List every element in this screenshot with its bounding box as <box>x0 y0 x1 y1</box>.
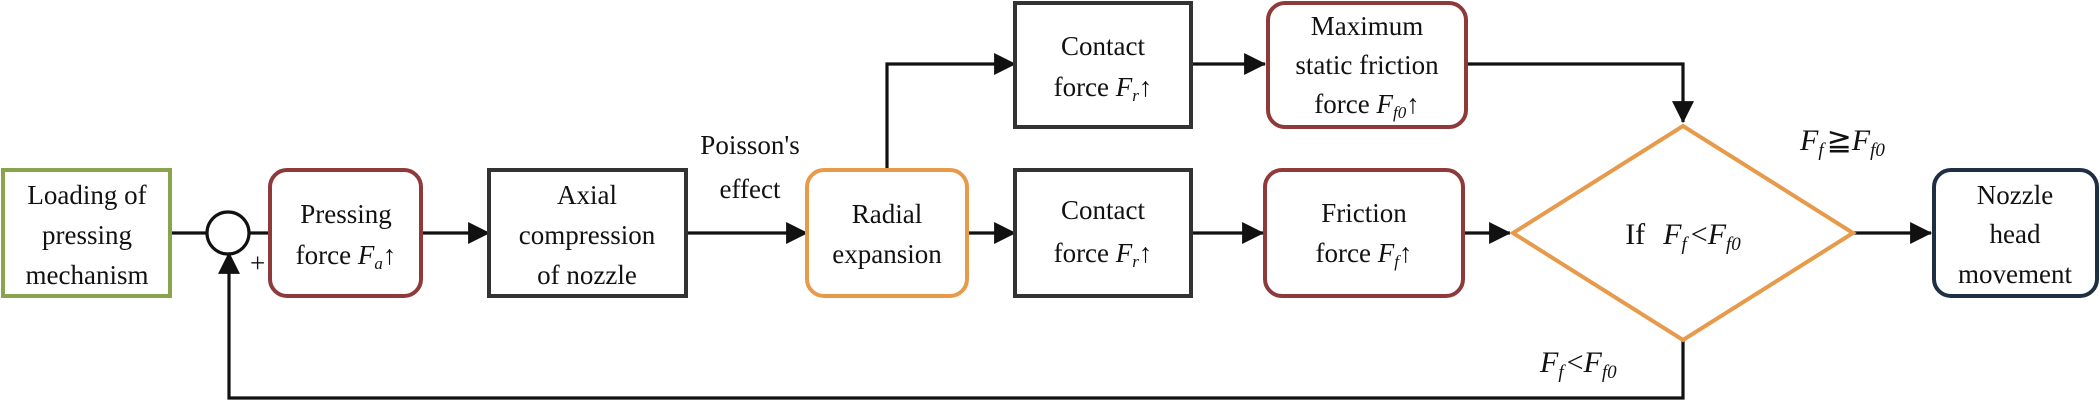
axial-line-2: compression <box>519 220 656 250</box>
axial-line-1: Axial <box>557 180 617 210</box>
decision-diamond <box>1509 123 1857 343</box>
poisson-label: Poisson's effect <box>700 130 799 204</box>
node-max-static: Maximum static friction force Ff0↑ <box>1266 1 1468 129</box>
radial-line-1: Radial <box>852 199 922 229</box>
friction-box <box>1263 168 1465 298</box>
poisson-line-1: Poisson's <box>700 130 799 160</box>
node-pressing: Pressing force Fa↑ <box>268 168 423 298</box>
node-contact-top: Contact force Fr↑ <box>1013 1 1193 129</box>
arrow-max-static-to-decision <box>1466 62 1694 124</box>
contact-bottom-box <box>1013 168 1193 298</box>
max-static-box <box>1266 1 1468 129</box>
nozzle-line-3: movement <box>1958 259 2072 289</box>
contact-bottom-line-2: force Fr↑ <box>1054 238 1153 271</box>
max-static-line-3: force Ff0↑ <box>1314 89 1419 122</box>
radial-line-2: expansion <box>832 239 942 269</box>
pressing-line-2: force Fa↑ <box>296 240 397 273</box>
contact-bottom-line-1: Contact <box>1061 195 1145 225</box>
node-axial: Axial compression of nozzle <box>487 168 688 298</box>
friction-line-1: Friction <box>1321 198 1407 228</box>
condition-ge-label: Ff≧Ff0 <box>1799 124 1885 161</box>
condition-lt-label: Ff<Ff0 <box>1539 346 1617 383</box>
pressing-box <box>268 168 423 298</box>
pressing-line-1: Pressing <box>300 199 392 229</box>
nozzle-line-1: Nozzle <box>1977 180 2053 210</box>
loading-box <box>1 168 172 298</box>
node-loading: Loading of pressing mechanism <box>1 168 172 298</box>
axial-box <box>487 168 688 298</box>
nozzle-line-2: head <box>1990 219 2041 249</box>
max-static-line-2: static friction <box>1295 50 1439 80</box>
contact-top-box <box>1013 1 1193 129</box>
summing-junction: + <box>205 210 265 278</box>
node-radial: Radial expansion <box>805 168 969 298</box>
summing-circle <box>205 210 251 256</box>
loading-line-1: Loading of <box>27 180 146 210</box>
axial-line-3: of nozzle <box>537 260 637 290</box>
max-static-line-1: Maximum <box>1311 11 1424 41</box>
node-friction: Friction force Ff↑ <box>1263 168 1465 298</box>
contact-top-line-2: force Fr↑ <box>1054 72 1153 105</box>
poisson-line-2: effect <box>720 174 781 204</box>
friction-line-2: force Ff↑ <box>1316 238 1413 271</box>
arrow-radial-to-contact-top <box>885 53 1017 170</box>
contact-top-line-1: Contact <box>1061 31 1145 61</box>
radial-box <box>805 168 969 298</box>
nozzle-box <box>1932 168 2099 298</box>
sum-plus-sign: + <box>250 248 265 278</box>
loading-line-2: pressing <box>42 220 132 250</box>
node-contact-bottom: Contact force Fr↑ <box>1013 168 1193 298</box>
arrow-feedback-to-sum <box>218 251 1685 400</box>
loading-line-3: mechanism <box>26 260 149 290</box>
connectors <box>170 53 1933 400</box>
node-nozzle: Nozzle head movement <box>1932 168 2099 298</box>
